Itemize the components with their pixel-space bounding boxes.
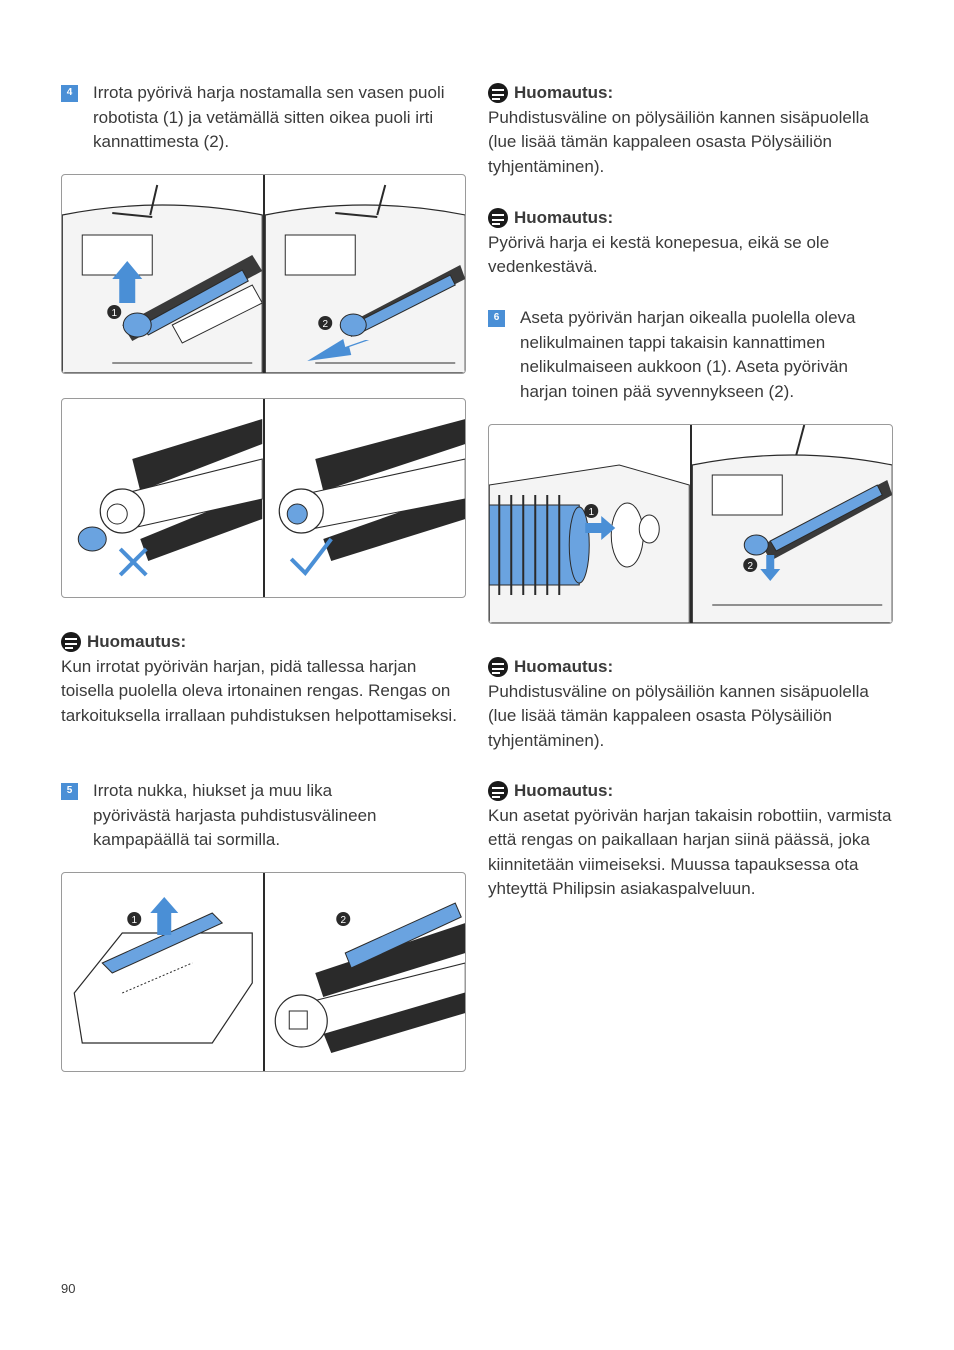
note-text: Pyörivä harja ei kestä konepesua, eikä s… <box>488 232 830 277</box>
callout-1: 1 <box>131 915 137 926</box>
step-number-5: 5 <box>61 783 78 800</box>
step-6-text: Aseta pyörivän harjan oikealla puolella … <box>520 308 856 401</box>
step-4-text: Irrota pyörivä harja nostamalla sen vase… <box>93 83 445 151</box>
note-icon <box>488 83 508 104</box>
note-cleaning-tool: Huomautus: Puhdistusväline on pölysäiliö… <box>488 81 898 179</box>
note-icon <box>488 208 508 229</box>
step-4: 4 Irrota pyörivä harja nostamalla sen va… <box>61 81 466 155</box>
brush-with-ring-illustration <box>278 419 465 577</box>
callout-1: 1 <box>588 507 594 518</box>
note-cleaning-tool-2: Huomautus: Puhdistusväline on pölysäiliö… <box>488 655 898 753</box>
note-ring-in-place: Huomautus: Kun asetat pyörivän harjan ta… <box>488 779 898 902</box>
step-6: 6 Aseta pyörivän harjan oikealla puolell… <box>488 306 893 404</box>
note-not-washable: Huomautus: Pyörivä harja ei kestä konepe… <box>488 206 898 280</box>
figure-cleaning-tool-panel-2: 2 <box>262 873 465 1071</box>
step-number-6: 6 <box>488 310 505 327</box>
step-5: 5 Irrota nukka, hiukset ja muu lika pyör… <box>61 779 466 853</box>
note-icon <box>61 632 81 653</box>
figure-cleaning-tool-panel-1: 1 <box>62 873 263 1071</box>
robot-brush-seat-illustration: 2 <box>691 425 892 623</box>
callout-2: 2 <box>340 915 346 926</box>
robot-brush-lift-illustration: 1 <box>62 184 263 373</box>
note-title: Huomautus: <box>514 657 614 676</box>
page-number: 90 <box>61 1281 76 1296</box>
comb-brush-illustration: 2 <box>274 902 465 1053</box>
figure-remove-brush-panel-1: 1 <box>62 175 263 373</box>
figure-brush-ring <box>61 398 466 598</box>
figure-remove-brush-panel-2: 2 <box>262 175 465 373</box>
dust-lid-tool-illustration: 1 <box>73 897 253 1044</box>
callout-2: 2 <box>747 561 753 572</box>
note-text: Kun irrotat pyörivän harjan, pidä talles… <box>61 656 457 725</box>
figure-cleaning-tool: 1 2 <box>61 872 466 1072</box>
step-number-4: 4 <box>61 85 78 102</box>
note-title: Huomautus: <box>514 781 614 800</box>
figure-brush-ring-panel-right <box>262 399 465 597</box>
robot-brush-pull-illustration: 2 <box>264 184 465 373</box>
figure-brush-ring-panel-wrong <box>62 399 263 597</box>
brush-pin-insert-illustration: 1 <box>489 464 690 623</box>
note-title: Huomautus: <box>514 208 614 227</box>
note-title: Huomautus: <box>87 632 187 651</box>
figure-insert-brush-panel-2: 2 <box>689 425 892 623</box>
note-ring: Huomautus: Kun irrotat pyörivän harjan, … <box>61 630 471 728</box>
figure-insert-brush: 1 2 <box>488 424 893 624</box>
note-text: Puhdistusväline on pölysäiliön kannen si… <box>488 107 869 176</box>
note-text: Kun asetat pyörivän harjan takaisin robo… <box>488 805 892 899</box>
figure-remove-brush: 1 2 <box>61 174 466 374</box>
callout-1: 1 <box>111 308 117 319</box>
figure-insert-brush-panel-1: 1 <box>489 425 690 623</box>
brush-without-ring-illustration <box>77 419 263 577</box>
note-icon <box>488 781 508 802</box>
callout-2: 2 <box>322 319 328 330</box>
note-text: Puhdistusväline on pölysäiliön kannen si… <box>488 681 869 750</box>
note-title: Huomautus: <box>514 83 614 102</box>
note-icon <box>488 657 508 678</box>
step-5-text: Irrota nukka, hiukset ja muu lika pyöriv… <box>93 781 377 849</box>
